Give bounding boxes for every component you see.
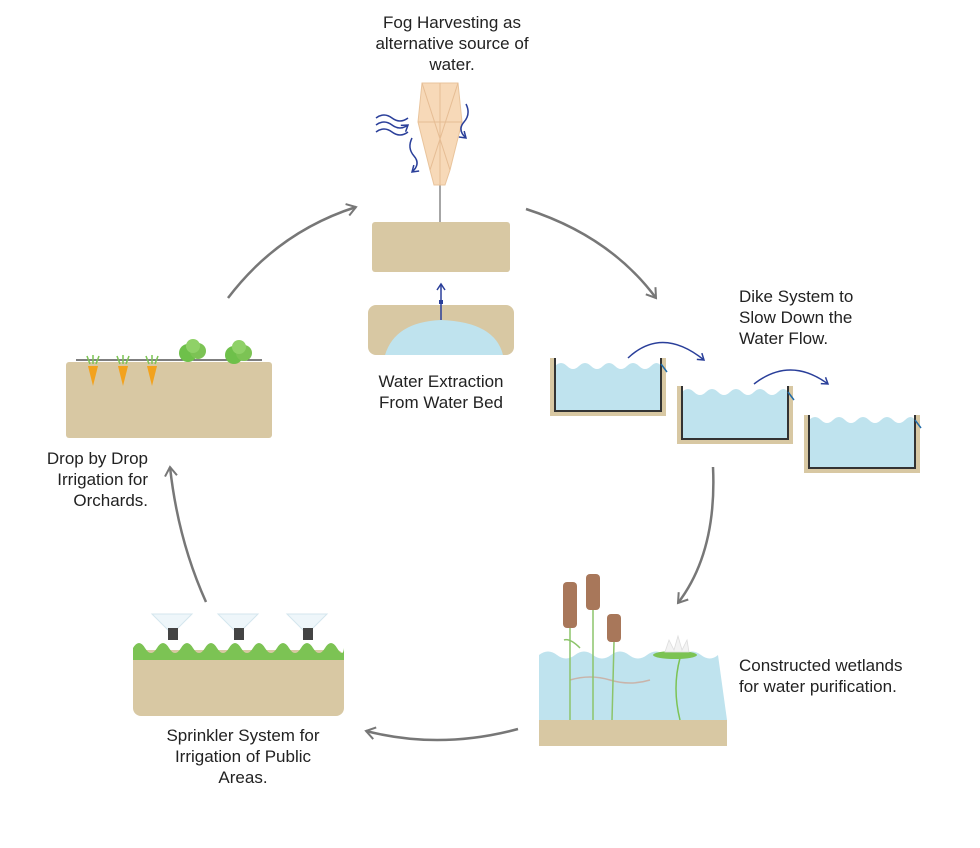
carrot-2 [116, 355, 130, 386]
fog-label-line-1: Fog Harvesting as [383, 13, 521, 32]
drip-label-line-1: Drop by Drop [46, 449, 148, 468]
dike-basin-1 [550, 358, 668, 416]
arrow-sprinkler-to-drip [164, 465, 208, 603]
dike-label-line-2: Slow Down the [739, 308, 853, 327]
dike-basin-2 [677, 386, 795, 444]
fog-label-line-3: water. [429, 55, 475, 74]
sprinkler-label-line-1: Sprinkler System for [166, 726, 320, 745]
sprinkler-icon [133, 613, 344, 716]
dike-basins-icon [550, 341, 922, 473]
carrot-1 [86, 355, 100, 386]
extraction-label-line-2: From Water Bed [378, 393, 504, 412]
lettuce-2 [225, 340, 252, 364]
wetlands-label: Constructed wetlands for water purificat… [739, 655, 959, 697]
drip-label-line-3: Orchards. [73, 491, 148, 510]
wetlands-label-line-2: for water purification. [739, 677, 897, 696]
dike-basin-3 [804, 415, 922, 473]
arrow-dike-to-wetlands [676, 466, 715, 605]
extraction-label-line-1: Water Extraction [378, 372, 504, 391]
fog-label-line-2: alternative source of [375, 34, 529, 53]
dike-label-line-1: Dike System to [739, 287, 854, 306]
fog-net-icon [375, 82, 469, 222]
arrow-drip-to-fog [227, 203, 358, 299]
water-bed-icon [368, 222, 514, 355]
cycle-arrows [164, 203, 715, 742]
wetland-icon [539, 574, 727, 746]
sprinkler-label: Sprinkler System for Irrigation of Publi… [128, 725, 358, 788]
dike-flow-arrow-1 [627, 341, 706, 361]
carrot-3 [145, 355, 159, 386]
dike-label: Dike System to Slow Down the Water Flow. [739, 286, 919, 349]
extraction-label: Water Extraction From Water Bed [346, 371, 536, 413]
arrow-fog-to-dike [525, 207, 658, 300]
sprinkler-label-line-2: Irrigation of Public [174, 747, 312, 766]
sprinkler-label-line-3: Areas. [218, 768, 268, 787]
arrow-wetlands-to-sprinkler [364, 726, 519, 742]
drip-label-line-2: Irrigation for [57, 470, 148, 489]
drip-orchard-icon [66, 339, 272, 438]
dike-label-line-3: Water Flow. [739, 329, 829, 348]
lettuce-1 [179, 339, 206, 362]
wetlands-label-line-1: Constructed wetlands [739, 656, 903, 675]
drip-label: Drop by Drop Irrigation for Orchards. [0, 448, 148, 511]
fog-label: Fog Harvesting as alternative source of … [352, 12, 552, 75]
dike-flow-arrow-2 [753, 369, 830, 385]
